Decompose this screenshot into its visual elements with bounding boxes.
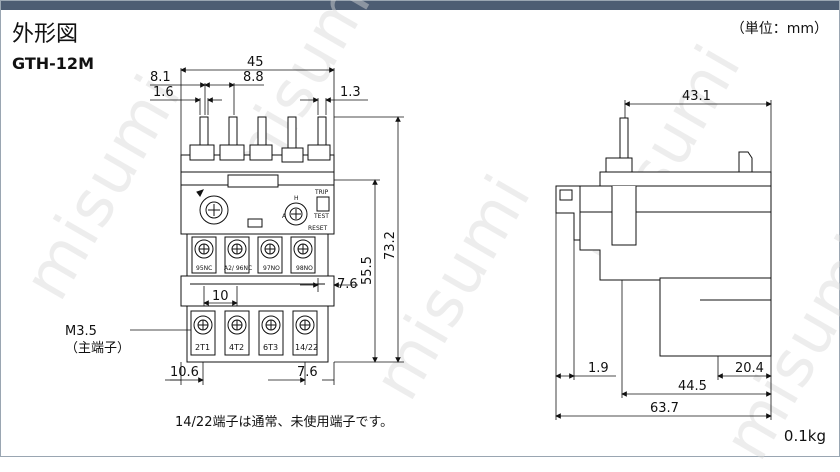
lower-terminal-screws <box>190 310 318 356</box>
terminal-label: 2T1 <box>195 343 210 352</box>
terminal-label: 98NO <box>296 265 313 272</box>
switch-labels: TRIP TEST RESET H A <box>282 189 329 232</box>
terminal-label: 14/22 <box>295 343 318 352</box>
upper-terminal-labels: 95NC A2/ 96NC 97NO 98NO <box>196 265 313 272</box>
dim-1-9: 1.9 <box>588 361 609 376</box>
page-title: 外形図 <box>12 22 79 47</box>
dim-7-6-bottom: 7.6 <box>297 365 318 380</box>
reset-label: RESET <box>308 225 328 232</box>
front-view <box>180 116 335 363</box>
side-dim-labels: 43.1 1.9 20.4 44.5 63.7 <box>588 89 764 416</box>
dim-8-8: 8.8 <box>243 70 264 85</box>
dim-45: 45 <box>247 55 264 70</box>
dim-1-3: 1.3 <box>340 85 361 100</box>
dim-1-6: 1.6 <box>153 85 174 100</box>
terminal-label: 97NO <box>263 265 280 272</box>
dim-44-5: 44.5 <box>678 379 707 394</box>
dim-43-1: 43.1 <box>682 89 711 104</box>
screw-label: M3.5 （主端子） <box>65 323 130 357</box>
dim-73-2: 73.2 <box>383 231 398 260</box>
dim-8-1: 8.1 <box>150 70 171 85</box>
dim-10-6: 10.6 <box>170 365 199 380</box>
trip-label: TRIP <box>314 189 329 196</box>
side-view <box>555 117 772 357</box>
upper-terminal-screws <box>191 236 316 274</box>
terminal-label: 6T3 <box>263 343 278 352</box>
side-dimensions <box>555 100 772 420</box>
dim-55-5: 55.5 <box>360 256 375 285</box>
terminal-label: 95NC <box>196 265 212 272</box>
footnote: 14/22端子は通常、未使用端子です。 <box>175 415 394 430</box>
front-dim-labels: 45 8.1 8.8 1.6 1.3 7.6 10 10.6 7.6 73.2 … <box>150 55 398 380</box>
dim-63-7: 63.7 <box>650 401 679 416</box>
terminal-label: A2/ 96NC <box>224 265 252 272</box>
lower-terminal-labels: 2T1 4T2 6T3 14/22 <box>195 343 318 352</box>
terminal-label: 4T2 <box>229 343 244 352</box>
dim-7-6-mid: 7.6 <box>337 277 358 292</box>
unit-label: （単位：mm） <box>730 21 828 37</box>
dim-10: 10 <box>212 289 229 304</box>
dim-20-4: 20.4 <box>735 361 764 376</box>
screw-label-line2: （主端子） <box>65 341 131 356</box>
a-label: A <box>282 213 287 220</box>
weight-label: 0.1kg <box>783 427 826 445</box>
technical-drawing: 95NC A2/ 96NC 97NO 98NO 2T1 4T2 6T3 14/2… <box>130 55 772 420</box>
header-bar <box>0 0 840 10</box>
test-label: TEST <box>313 213 329 220</box>
front-dimensions <box>130 67 404 385</box>
screw-label-line1: M3.5 <box>65 324 97 339</box>
model-name: GTH-12M <box>12 54 94 73</box>
h-label: H <box>294 195 299 202</box>
